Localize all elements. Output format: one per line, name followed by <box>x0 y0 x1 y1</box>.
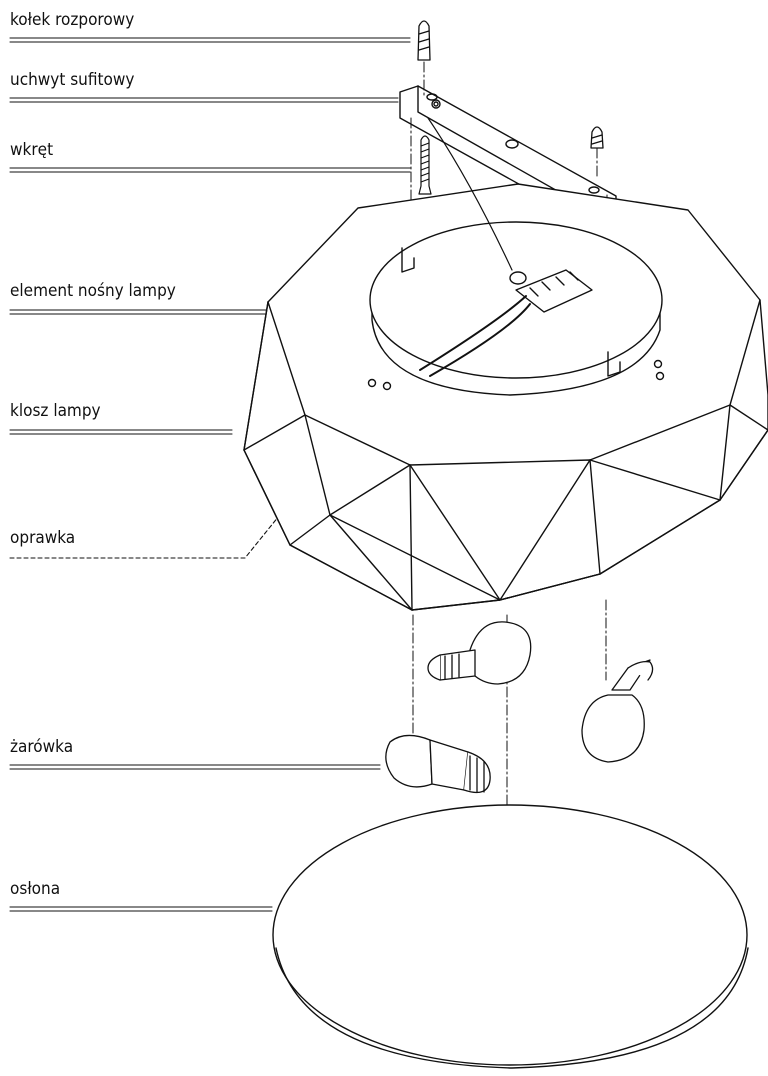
screw-left <box>418 135 432 195</box>
label-screw: wkręt <box>10 140 54 160</box>
bulb-1 <box>427 621 532 685</box>
wall-plug <box>417 20 431 61</box>
label-socket: oprawka <box>10 528 76 548</box>
bulb-3 <box>385 734 491 794</box>
label-bulb: żarówka <box>10 737 74 757</box>
label-cover: osłona <box>10 879 61 899</box>
leader-lines <box>9 37 411 912</box>
bulb-2 <box>581 659 654 763</box>
wall-plug-right <box>590 126 604 149</box>
label-wall-plug: kołek rozporowy <box>10 10 135 30</box>
label-lamp-shade: klosz lampy <box>10 401 101 421</box>
label-lamp-support: element nośny lampy <box>10 281 176 301</box>
mounting-base <box>367 117 665 396</box>
cover-disc <box>272 804 749 1069</box>
label-ceiling-bracket: uchwyt sufitowy <box>10 70 135 90</box>
shade-sides <box>243 299 768 611</box>
